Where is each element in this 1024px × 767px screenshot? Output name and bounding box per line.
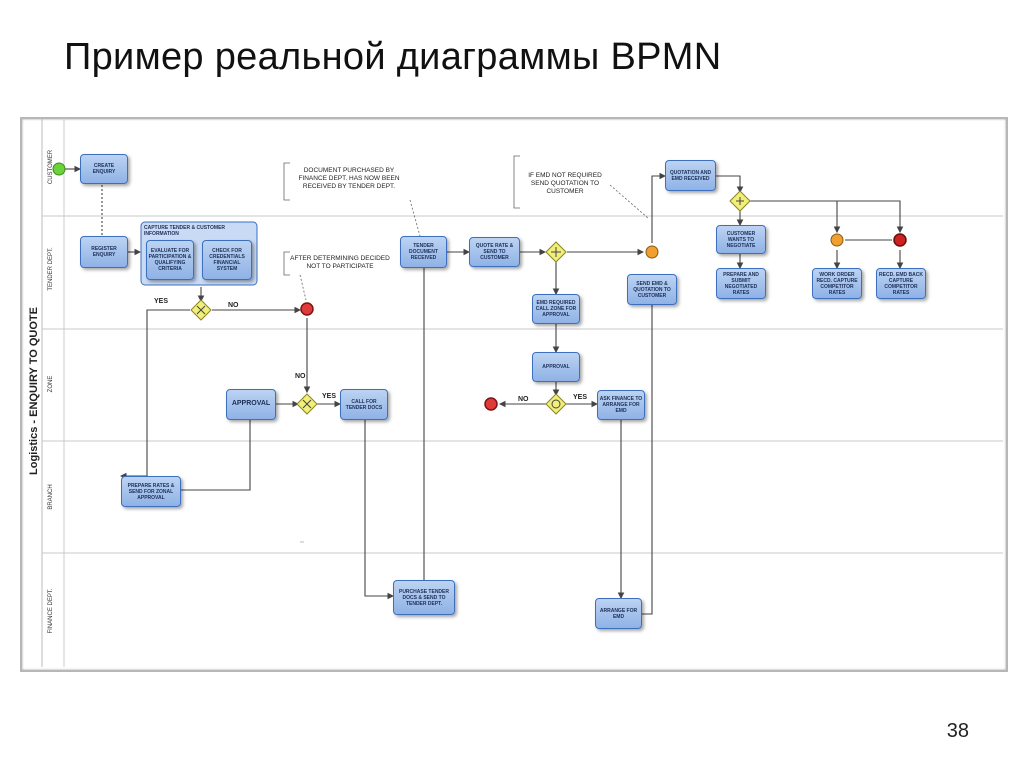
intermediate-event: [645, 245, 659, 259]
flow-label-yes: YES: [573, 394, 588, 401]
annotation-bracket: [513, 155, 520, 209]
subprocess-title: CAPTURE TENDER & CUSTOMER INFORMATION: [144, 225, 226, 237]
end-event: [300, 302, 314, 316]
inclusive-gateway: [545, 393, 567, 415]
task-recd-emd-back[interactable]: RECD. EMD BACK CAPTURE COMPETITOR RATES: [876, 268, 926, 299]
task-create-enquiry[interactable]: CREATE ENQUIRY: [80, 154, 128, 184]
flow-label-yes: YES: [154, 298, 169, 305]
pool-label: Logistics - ENQUIRY TO QUOTE: [28, 307, 40, 475]
task-register-enquiry[interactable]: REGISTER ENQUIRY: [80, 236, 128, 268]
start-event: [52, 162, 66, 176]
lane-label-tender-dept: TENDER DEPT.: [48, 247, 54, 291]
flow: [837, 200, 904, 234]
flow-label-no: NO: [228, 302, 239, 309]
bpmn-diagram: [20, 117, 1008, 672]
lane-label-customer: CUSTOMER: [48, 149, 54, 185]
task-work-order[interactable]: WORK ORDER RECD. CAPTURE COMPETITOR RATE…: [812, 268, 862, 299]
task-evaluate-participation[interactable]: EVALUATE FOR PARTICIPATION & QUALIFYING …: [146, 240, 194, 280]
end-event: [484, 397, 498, 411]
flow-label-no: NO: [518, 396, 529, 403]
annotation-if-emd: IF EMD NOT REQUIRED SEND QUOTATION TO CU…: [528, 172, 602, 196]
flow-label-no: NO: [295, 373, 306, 380]
task-approval[interactable]: APPROVAL: [226, 389, 276, 420]
lane-label-zone: ZONE: [48, 375, 54, 393]
task-prepare-submit[interactable]: PREPARE AND SUBMIT NEGOTIATED RATES: [716, 268, 766, 299]
task-arrange-emd[interactable]: ARRANGE FOR EMD: [595, 598, 642, 629]
intermediate-event: [830, 233, 844, 247]
flow: [651, 172, 667, 243]
annotation-document-purchased: DOCUMENT PURCHASED BY FINANCE DEPT. HAS …: [298, 167, 400, 191]
annotation-bracket: [283, 251, 290, 276]
task-approval-zone[interactable]: APPROVAL: [532, 352, 580, 382]
slide-title: Пример реальной диаграммы BPMN: [64, 36, 722, 78]
flow: [642, 305, 653, 615]
task-purchase-tender[interactable]: PURCHASE TENDER DOCS & SEND TO TENDER DE…: [393, 580, 455, 615]
flow: [364, 420, 395, 600]
task-customer-wants[interactable]: CUSTOMER WANTS TO NEGOTIATE: [716, 225, 766, 254]
task-call-for-tender[interactable]: CALL FOR TENDER DOCS: [340, 389, 388, 420]
end-event: [893, 233, 907, 247]
annotation-link: [299, 274, 307, 301]
lane-label-finance-dept: FINANCE DEPT.: [48, 588, 54, 634]
flow: [119, 309, 190, 480]
lane-label-branch: BRANCH: [48, 484, 54, 510]
annotation-link: [409, 199, 421, 237]
task-quote-rate[interactable]: QUOTE RATE & SEND TO CUSTOMER: [469, 237, 520, 267]
page-number: 38: [946, 720, 969, 742]
task-check-credentials[interactable]: CHECK FOR CREDENTIALS FINANCIAL SYSTEM: [202, 240, 252, 280]
annotation-bracket: [283, 162, 290, 201]
flow-label-yes: YES: [322, 393, 337, 400]
task-send-emd[interactable]: SEND EMD & QUOTATION TO CUSTOMER: [627, 274, 677, 305]
annotation-after-determining: AFTER DETERMINING DECIDED NOT TO PARTICI…: [290, 255, 390, 271]
task-quotation-emd[interactable]: QUOTATION AND EMD RECEIVED: [665, 160, 716, 191]
flow: [716, 175, 744, 194]
annotation-link: [609, 184, 649, 219]
task-ask-finance[interactable]: ASK FINANCE TO ARRANGE FOR EMD: [597, 390, 645, 420]
task-tender-document[interactable]: TENDER DOCUMENT RECEIVED: [400, 236, 447, 268]
task-prepare-rates[interactable]: PREPARE RATES & SEND FOR ZONAL APPROVAL: [121, 476, 181, 507]
task-emd-required[interactable]: EMD REQUIRED CALL ZONE FOR APPROVAL: [532, 294, 580, 324]
